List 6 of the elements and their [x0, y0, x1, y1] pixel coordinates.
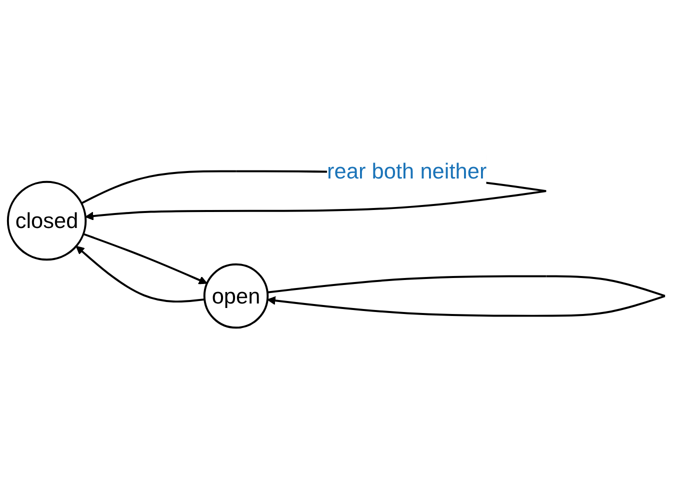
- edge-label: rear both neither: [327, 158, 487, 184]
- arrow: [76, 246, 205, 302]
- arrow: [83, 232, 208, 284]
- node-circle: open: [203, 263, 269, 328]
- node-circle: closed: [6, 180, 87, 260]
- arrow: [267, 274, 666, 317]
